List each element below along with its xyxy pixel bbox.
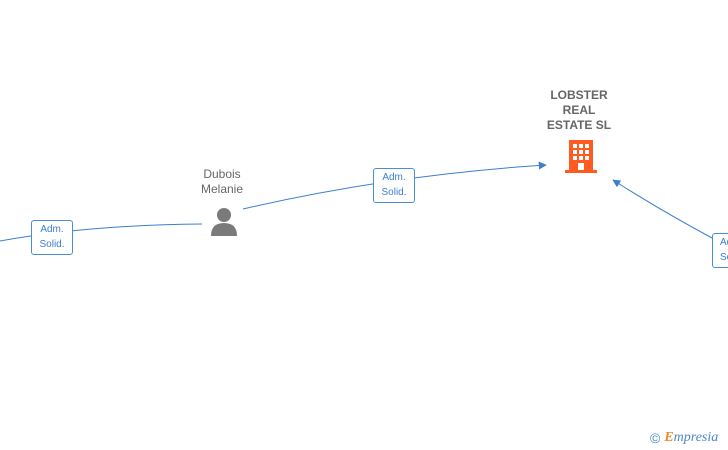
edge-label-line1: Adm.: [382, 172, 406, 183]
copyright-symbol: ©: [650, 430, 661, 446]
edge-label-line1: Adm.: [720, 237, 728, 248]
edge-left-to-person: [0, 223, 203, 242]
edge-label-line2: Solid.: [381, 187, 407, 198]
edge-right-to-company: [612, 179, 713, 239]
brand-initial: E: [664, 430, 674, 445]
edge-label-line1: Adm.: [40, 224, 64, 235]
edge-label-left[interactable]: Adm. Solid.: [31, 220, 73, 255]
edge-label-line2: Solid.: [720, 252, 728, 263]
person-icon[interactable]: [208, 206, 240, 236]
edge-label-middle[interactable]: Adm. Solid.: [373, 168, 415, 203]
brand-logo: Empresia: [664, 430, 718, 446]
edge-label-line2: Solid.: [39, 239, 65, 250]
person-name-line1: Dubois: [203, 167, 241, 181]
company-node-label[interactable]: LOBSTER REAL ESTATE SL: [546, 88, 612, 132]
footer-brand: © Empresia: [650, 428, 718, 448]
edge-label-right[interactable]: Adm. Solid.: [712, 233, 728, 268]
brand-rest: mpresia: [673, 430, 719, 445]
person-node-label[interactable]: Dubois Melanie: [186, 167, 258, 197]
person-name-line2: Melanie: [200, 182, 244, 196]
building-icon[interactable]: [564, 138, 598, 174]
